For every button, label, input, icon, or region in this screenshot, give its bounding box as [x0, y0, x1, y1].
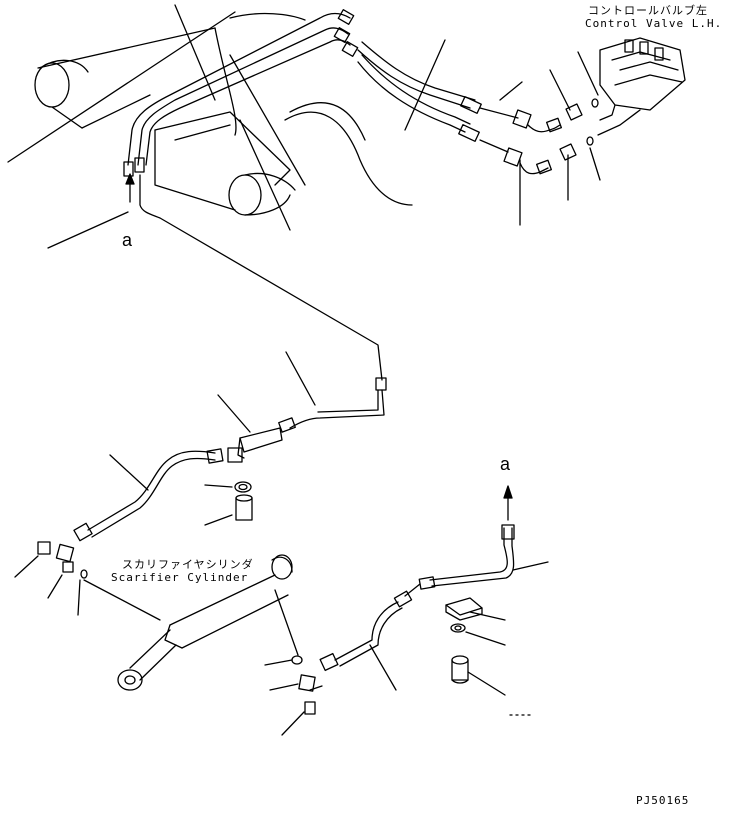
control-valve-label-en: Control Valve L.H.	[585, 17, 723, 30]
machine-frame	[8, 5, 412, 230]
view-arrow-top	[48, 174, 134, 248]
scarifier-label-en: Scarifier Cylinder	[111, 571, 249, 584]
lower-right-pipe	[320, 525, 548, 690]
drawing-number: PJ50165	[636, 794, 690, 807]
view-a-label-bottom: a	[500, 454, 511, 474]
control-valve-lh	[598, 38, 685, 135]
mid-pipe	[140, 175, 386, 432]
scarifier-cylinder	[84, 555, 322, 735]
scarifier-label-jp: スカリファイヤシリンダ	[122, 558, 254, 571]
view-a-label-top: a	[122, 230, 133, 250]
view-arrow-bottom	[504, 486, 530, 715]
upper-pipes	[124, 10, 600, 225]
middle-assembly	[15, 395, 282, 615]
clamp-parts	[446, 598, 505, 695]
control-valve-label-jp: コントロールバルブ左	[588, 4, 708, 17]
